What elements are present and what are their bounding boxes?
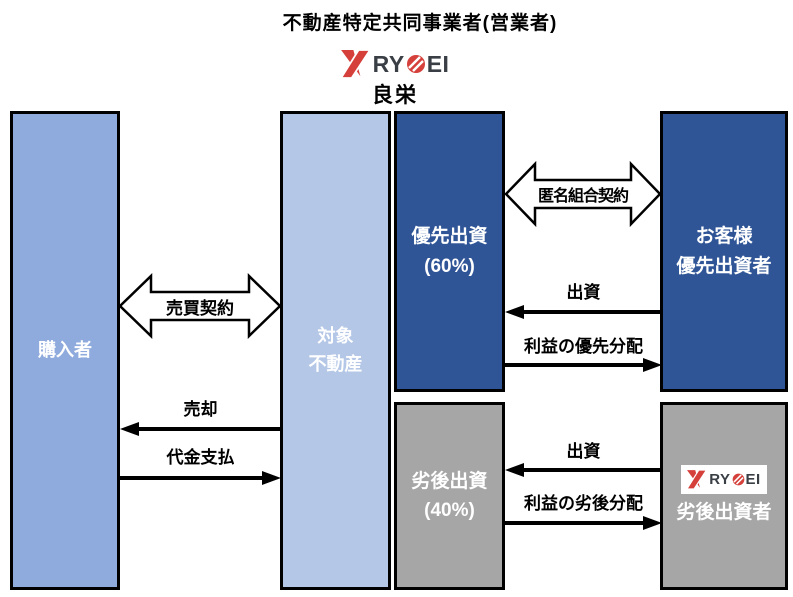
- right-arrow-icon: [505, 358, 662, 372]
- double-arrow-icon: [504, 160, 662, 228]
- box-junior-investor: RY EI 劣後出資者: [660, 402, 788, 590]
- page-title: 不動産特定共同事業者(営業者): [282, 13, 558, 34]
- company-name: 良栄: [372, 84, 418, 107]
- ryoei-logo: RY EI: [340, 50, 450, 78]
- arrow-payment: [120, 469, 281, 487]
- box-customer-label-line2: 優先出資者: [676, 255, 772, 277]
- arrow-sales-contract: 売買契約: [118, 271, 282, 341]
- arrow-profit-subordinate-label: 利益の劣後分配: [524, 494, 643, 513]
- arrow-sell: [120, 420, 281, 438]
- arrow-payment-label: 代金支払: [166, 448, 235, 467]
- ryoei-logo-mark-icon: [340, 50, 371, 78]
- box-target-property: 対象 不動産: [280, 111, 391, 590]
- box-senior-investment-label-line2: (60%): [424, 255, 475, 277]
- arrow-sales-contract-label: 売買契約: [166, 298, 234, 318]
- arrow-profit-subordinate: [505, 514, 662, 532]
- right-arrow-icon: [120, 471, 281, 485]
- box-senior-investment: 優先出資 (60%): [394, 111, 505, 392]
- left-arrow-icon: [505, 305, 662, 319]
- box-target-property-label-line2: 不動産: [308, 353, 363, 374]
- logo-text-prefix: RY: [709, 470, 731, 488]
- box-junior-investment-label-line1: 劣後出資: [411, 470, 488, 492]
- box-customer-senior-investor: お客様 優先出資者: [660, 111, 788, 392]
- arrow-profit-priority: [505, 356, 662, 374]
- arrow-sell-label: 売却: [183, 400, 218, 419]
- double-arrow-icon: [118, 273, 282, 339]
- box-purchaser-label: 購入者: [38, 339, 92, 360]
- logo-text-suffix: EI: [745, 470, 761, 488]
- arrow-anonymous-partnership: 匿名組合契約: [504, 159, 662, 229]
- arrow-invest-bottom-label: 出資: [566, 442, 601, 461]
- box-senior-investment-label-line1: 優先出資: [411, 226, 488, 248]
- header-logo: RY EI 良栄: [325, 50, 465, 109]
- box-customer-label-line1: お客様: [695, 226, 753, 248]
- box-target-property-label-line1: 対象: [317, 325, 354, 346]
- box-junior-investor-label: 劣後出資者: [676, 501, 772, 523]
- logo-text-prefix: RY: [372, 50, 405, 77]
- arrow-invest-bottom: [505, 461, 662, 479]
- arrow-invest-top-label: 出資: [566, 283, 601, 302]
- box-purchaser: 購入者: [10, 111, 120, 590]
- junior-investor-logo-badge: RY EI: [681, 464, 767, 494]
- box-junior-investment: 劣後出資 (40%): [394, 402, 505, 590]
- ryoei-logo-o-icon: [406, 55, 425, 73]
- left-arrow-icon: [120, 422, 281, 436]
- ryoei-logo-mark-icon: [687, 469, 708, 489]
- logo-text-suffix: EI: [426, 50, 450, 77]
- ryoei-logo-o-icon: [732, 473, 744, 486]
- ryoei-logo-small: RY EI: [687, 469, 761, 489]
- box-junior-investment-label-line2: (40%): [424, 500, 475, 521]
- right-arrow-icon: [505, 516, 662, 530]
- arrow-invest-top: [505, 303, 662, 321]
- left-arrow-icon: [505, 463, 662, 477]
- arrow-profit-priority-label: 利益の優先分配: [524, 337, 643, 356]
- arrow-anonymous-partnership-label: 匿名組合契約: [537, 188, 629, 205]
